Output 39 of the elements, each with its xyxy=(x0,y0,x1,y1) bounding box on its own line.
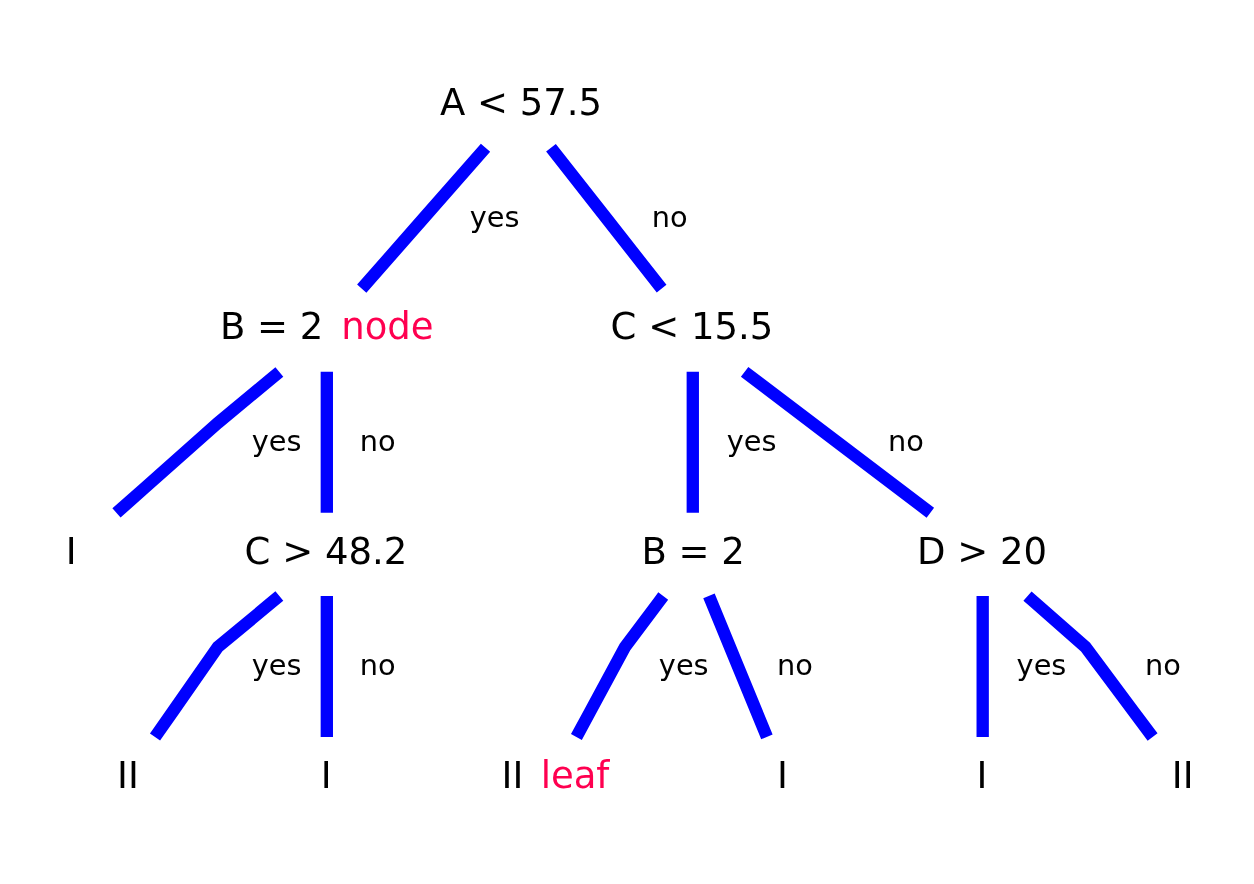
connector xyxy=(320,595,333,737)
edge-label: yes xyxy=(251,423,302,458)
connector xyxy=(320,371,333,513)
connector xyxy=(740,366,935,518)
node-text: II xyxy=(1171,753,1194,797)
edge-label: no xyxy=(359,647,396,682)
node-text: I xyxy=(976,753,988,797)
edge-label: no xyxy=(359,423,396,458)
edge-label: yes xyxy=(658,647,709,682)
node-text: A < 57.5 xyxy=(439,80,603,124)
node-text: D > 20 xyxy=(916,529,1048,573)
connector xyxy=(686,371,699,513)
edge-label: no xyxy=(888,423,924,458)
connector xyxy=(703,593,773,739)
connector xyxy=(112,366,284,518)
node-text: B = 2 xyxy=(641,529,745,573)
connector xyxy=(976,595,989,737)
edge-label: no xyxy=(1145,647,1181,682)
node-text: I xyxy=(777,753,789,797)
connector xyxy=(149,590,284,741)
edge-label: yes xyxy=(469,199,520,234)
edge-label: yes xyxy=(1016,647,1067,682)
connector xyxy=(357,143,491,293)
node-text: C > 48.2 xyxy=(244,529,408,573)
node-text: II xyxy=(501,753,524,797)
edge-label: yes xyxy=(726,423,777,458)
edge-label: no xyxy=(651,199,688,234)
connector xyxy=(546,143,667,292)
node-text: B = 2 xyxy=(219,304,324,348)
node-text: I xyxy=(65,529,77,573)
connector xyxy=(1023,590,1158,741)
connector xyxy=(570,591,669,740)
edge-label: no xyxy=(777,647,813,682)
node-label: node xyxy=(341,304,434,348)
node-text: II xyxy=(117,753,139,797)
node-text: I xyxy=(320,753,332,797)
node-label: leaf xyxy=(540,753,610,797)
edge-label: yes xyxy=(251,647,302,682)
node-text: C < 15.5 xyxy=(610,304,774,348)
